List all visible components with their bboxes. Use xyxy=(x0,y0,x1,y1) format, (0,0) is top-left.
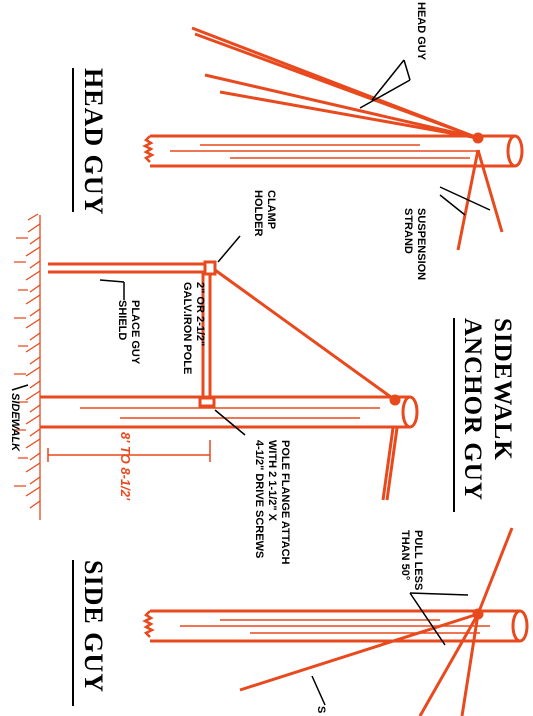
sidewalk-pole xyxy=(40,395,419,429)
svg-text:4-1/2" DRIVE SCREWS: 4-1/2" DRIVE SCREWS xyxy=(253,440,265,558)
svg-text:POLE FLANGE ATTACH: POLE FLANGE ATTACH xyxy=(279,440,291,565)
head-guy-pole xyxy=(142,134,524,168)
svg-text:PULL LESS: PULL LESS xyxy=(412,530,424,590)
svg-text:CLAMP: CLAMP xyxy=(265,190,277,229)
side-guy-leaders xyxy=(311,592,469,706)
side-guy-pole xyxy=(142,609,529,643)
svg-text:THAN 50°: THAN 50° xyxy=(399,530,411,580)
head-guy-wires xyxy=(191,26,504,251)
head-guy-leaders xyxy=(359,59,491,216)
svg-text:ANCHOR GUY: ANCHOR GUY xyxy=(459,318,486,501)
svg-text:PLACE GUY: PLACE GUY xyxy=(129,300,141,365)
svg-text:STRAND: STRAND xyxy=(402,208,414,254)
title-sidewalk-anchor-guy: SIDEWALK ANCHOR GUY xyxy=(459,318,516,501)
label-sidewalk: SIDEWALK xyxy=(9,393,21,452)
side-guy-wires xyxy=(239,527,514,716)
title-head-guy: HEAD GUY xyxy=(79,68,108,215)
label-head-guy: HEAD GUY xyxy=(415,2,427,61)
galvanized-iron-pole xyxy=(48,260,217,408)
label-galv-pole: 2" OR 2-1/2" GALV.IRON POLE xyxy=(181,282,206,374)
label-dimension: 8' TO 8-1/2' xyxy=(118,432,133,501)
title-side-guy: SIDE GUY xyxy=(79,560,108,693)
dimension-8ft xyxy=(47,440,211,462)
sidewalk-leaders xyxy=(11,235,246,436)
svg-text:SIDEWALK: SIDEWALK xyxy=(489,318,516,461)
label-clamp-holder: CLAMP HOLDER xyxy=(252,190,277,237)
svg-text:SHIELD: SHIELD xyxy=(116,300,128,340)
svg-text:WITH 2 1-1/2" X: WITH 2 1-1/2" X xyxy=(266,440,278,522)
label-suspension-strand: SUSPENSION STRAND xyxy=(402,208,427,280)
svg-text:GALV.IRON POLE: GALV.IRON POLE xyxy=(181,282,193,374)
svg-text:HOLDER: HOLDER xyxy=(252,190,264,237)
label-pole-flange: POLE FLANGE ATTACH WITH 2 1-1/2" X 4-1/2… xyxy=(253,440,291,565)
label-pull-less: PULL LESS THAN 50° xyxy=(399,530,424,590)
svg-text:HEAD GUY: HEAD GUY xyxy=(79,68,108,215)
svg-text:2" OR 2-1/2": 2" OR 2-1/2" xyxy=(194,282,206,346)
sidewalk-guy-wire xyxy=(214,268,401,501)
svg-text:SIDE GUY: SIDE GUY xyxy=(79,560,108,693)
label-guy-shield: PLACE GUY SHIELD xyxy=(116,300,141,365)
label-side-partial: S xyxy=(315,706,327,713)
sidewalk-hatch xyxy=(14,213,41,520)
svg-text:SUSPENSION: SUSPENSION xyxy=(415,208,427,280)
